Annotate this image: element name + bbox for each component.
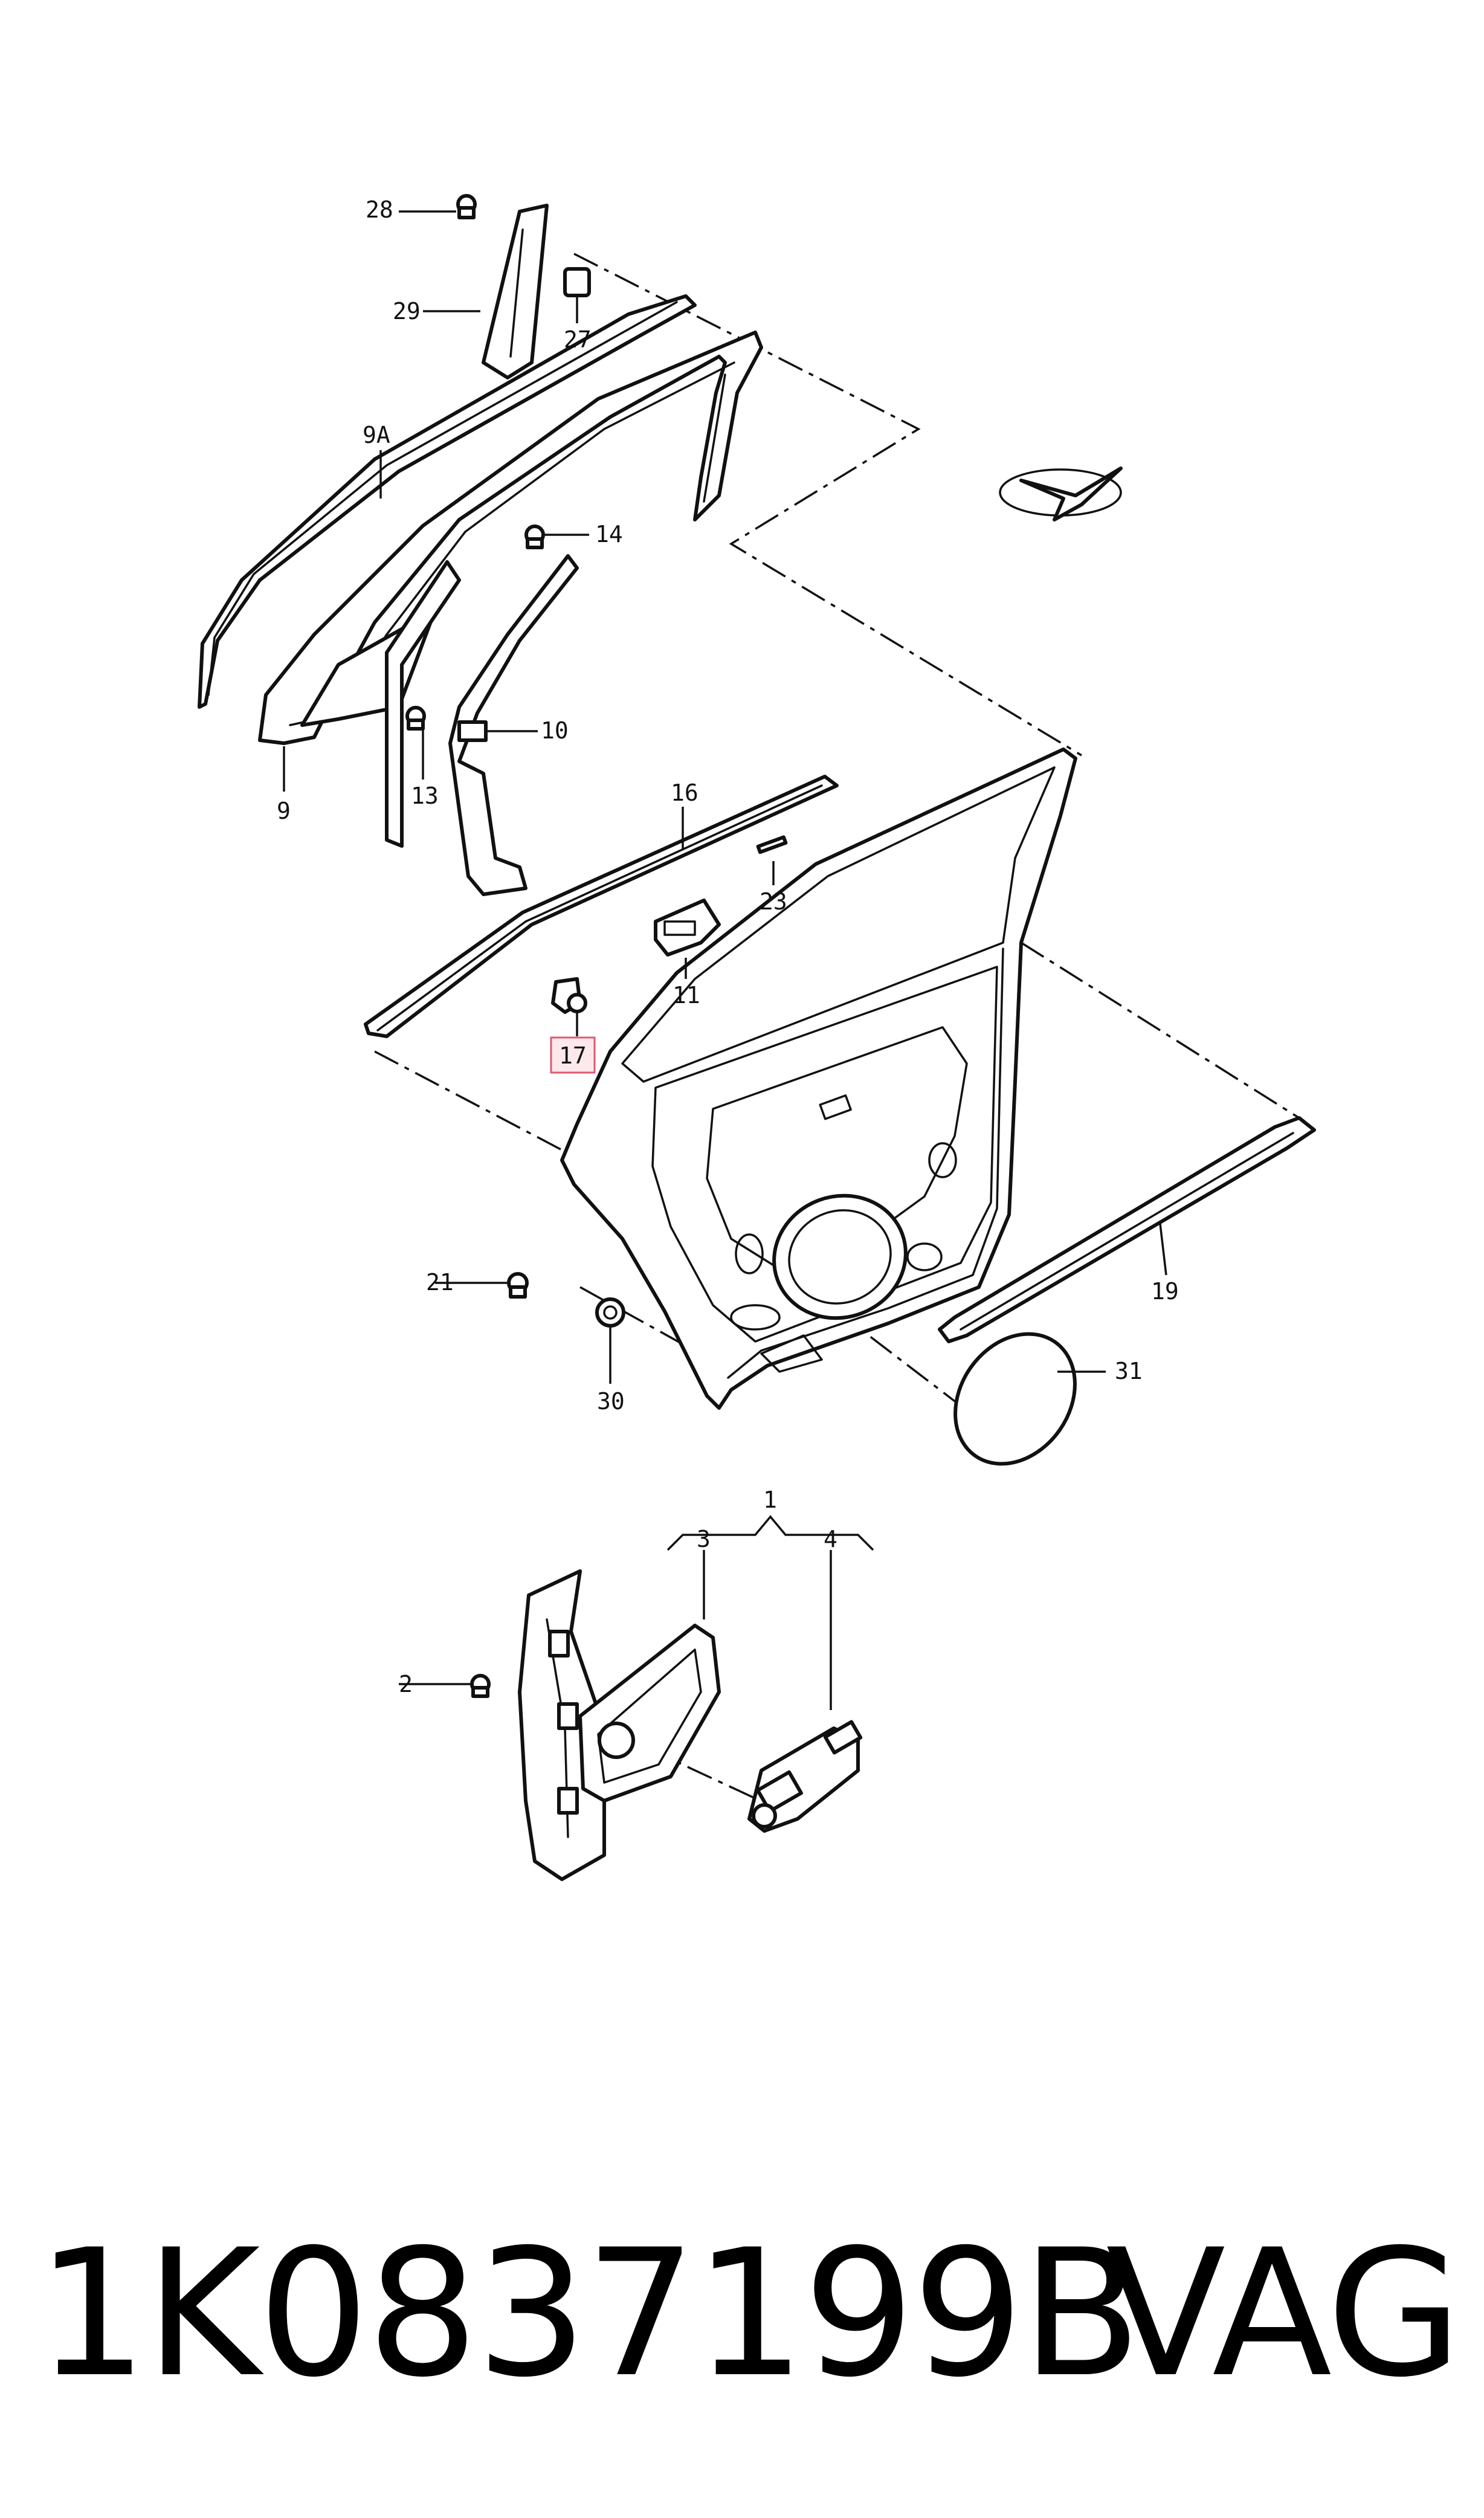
compass-star-icon [999,466,1123,521]
callout-3: 3 [697,1526,711,1552]
part-9a-window-seal [198,294,697,709]
part-14-screw [524,525,545,549]
part-b-pillar-strip [385,560,461,848]
part-21-screw [507,1272,529,1299]
part-number: 1K0837199B [36,2212,1141,2416]
callout-23: 23 [760,888,787,915]
part-10-channel [448,554,579,896]
part-4-window-motor [747,1720,863,1833]
door-shell [560,747,1077,1410]
callout-13: 13 [411,783,439,809]
callout-16: 16 [671,780,698,806]
callout-17-highlight [550,1036,596,1074]
callout-29: 29 [393,298,421,324]
callout-2: 2 [399,1671,413,1697]
part-11-handle-bracket [654,899,721,957]
callout-27: 27 [564,326,592,353]
callout-17: 17 [559,1042,587,1069]
callout-31: 31 [1115,1358,1143,1384]
callout-9: 9 [277,798,291,824]
part-30-grommet [595,1297,625,1328]
part-2-screw [470,1674,491,1698]
callout-9a: 9A [363,422,390,448]
callout-30: 30 [597,1388,625,1415]
part-13-screw [405,706,426,731]
callout-10: 10 [541,717,569,744]
callout-11: 11 [673,982,700,1009]
callout-4: 4 [824,1526,837,1552]
part-3-regulator-carrier [518,1569,721,1881]
callout-labels: 28 29 27 9A 14 10 9 13 16 23 11 17 21 19… [277,196,1179,1697]
part-17-clip [551,977,587,1014]
callout-14: 14 [595,521,623,547]
part-23-clip [756,835,788,854]
part-28-screw [456,194,477,219]
part-29-pillar-trim [482,204,549,379]
part-31-membrane-seal [953,1332,1077,1466]
part-19-inner-belt-strip [938,1116,1316,1343]
callout-21: 21 [426,1269,454,1296]
part-27-clip [563,267,591,297]
leader-lines [283,210,1167,1710]
brand-name: VAG [1106,2212,1462,2416]
part-16-outer-belt-strip [364,775,839,1038]
callout-1: 1 [763,1487,777,1513]
footer: 1K0837199B VAG [0,2200,1484,2453]
callout-19: 19 [1151,1278,1179,1305]
callout-28: 28 [366,196,393,223]
